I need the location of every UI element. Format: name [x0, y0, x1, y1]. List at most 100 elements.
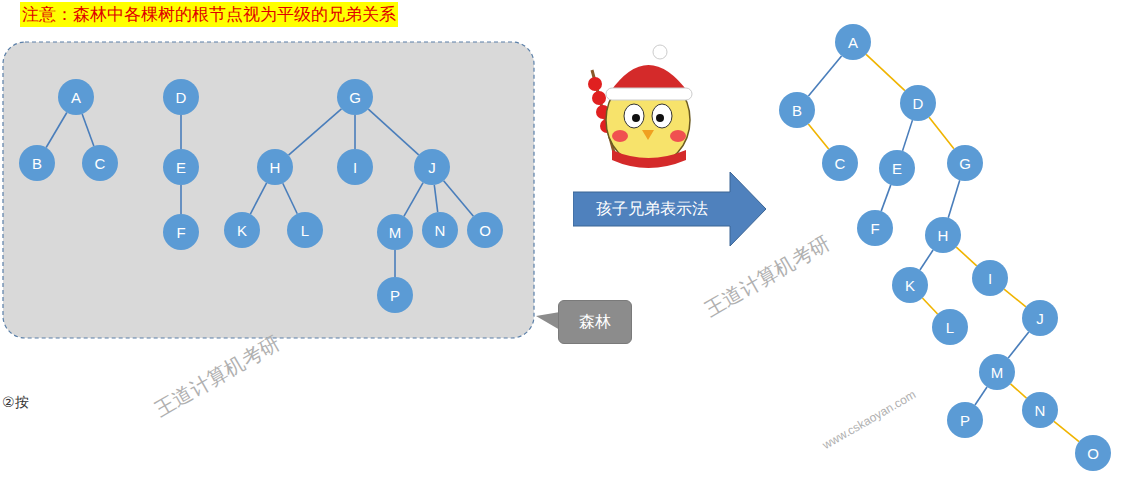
- child-link: [283, 183, 298, 213]
- node-letter: K: [905, 277, 915, 294]
- child-link: [948, 180, 959, 218]
- tree-node-circle: A: [58, 79, 94, 115]
- watermark: www.cskaoyan.com: [820, 387, 918, 452]
- sibling-link: [929, 117, 954, 149]
- node-letter: B: [792, 102, 802, 119]
- node-letter: K: [237, 222, 247, 239]
- sibling-link: [866, 54, 905, 90]
- tree-node-circle: H: [925, 217, 961, 253]
- sibling-link: [956, 247, 976, 266]
- child-link: [434, 185, 437, 212]
- child-link: [250, 183, 266, 214]
- node-letter: B: [32, 155, 42, 172]
- watermark: 王道计算机考研: [700, 230, 835, 323]
- child-link: [975, 387, 987, 405]
- node-letter: E: [176, 159, 186, 176]
- tree-node-circle: C: [82, 145, 118, 181]
- tree-node-circle: G: [337, 79, 373, 115]
- child-link: [82, 114, 94, 146]
- sibling-link: [808, 124, 828, 149]
- tree-node-circle: K: [224, 212, 260, 248]
- note-text: 注意：森林中各棵树的根节点视为平级的兄弟关系: [20, 2, 398, 27]
- node-letter: O: [1087, 445, 1099, 462]
- child-link: [289, 109, 342, 155]
- tree-node-circle: J: [414, 149, 450, 185]
- child-link: [1008, 332, 1029, 358]
- mascot-chick: [588, 45, 692, 168]
- child-link: [404, 183, 423, 217]
- tree-node-circle: N: [1022, 392, 1058, 428]
- tree-node-circle: G: [947, 145, 983, 181]
- tree-node-circle: H: [257, 149, 293, 185]
- child-link: [354, 115, 356, 149]
- tree-node-circle: F: [857, 210, 893, 246]
- fragment-text: ②按: [2, 394, 29, 412]
- tree-node-circle: D: [163, 79, 199, 115]
- tree-node-circle: D: [900, 85, 936, 121]
- child-link: [180, 115, 182, 149]
- sibling-link: [1010, 384, 1026, 398]
- tree-node-circle: C: [822, 145, 858, 181]
- node-letter: I: [353, 159, 357, 176]
- tree-node-circle: I: [337, 149, 373, 185]
- node-letter: J: [1036, 310, 1044, 327]
- callout-box: 森林: [558, 300, 632, 344]
- node-letter: C: [835, 155, 846, 172]
- child-link: [46, 112, 67, 147]
- tree-node-circle: I: [972, 260, 1008, 296]
- tree-node-circle: O: [467, 212, 503, 248]
- node-letter: D: [176, 89, 187, 106]
- node-letter: A: [848, 34, 858, 51]
- child-link: [394, 250, 396, 277]
- tree-node-circle: E: [879, 150, 915, 186]
- child-link: [180, 185, 182, 214]
- node-letter: E: [892, 160, 902, 177]
- node-letter: O: [479, 222, 491, 239]
- tree-node-circle: L: [287, 212, 323, 248]
- node-letter: N: [1035, 402, 1046, 419]
- tree-node-circle: L: [932, 309, 968, 345]
- node-letter: J: [428, 159, 436, 176]
- tree-node-circle: O: [1075, 435, 1111, 471]
- node-letter: A: [71, 89, 81, 106]
- node-letter: L: [946, 319, 954, 336]
- label-text: 孩子兄弟表示法: [596, 199, 708, 220]
- node-letter: G: [959, 155, 971, 172]
- node-letter: F: [870, 220, 879, 237]
- node-letter: M: [991, 364, 1004, 381]
- tree-node-circle: E: [163, 149, 199, 185]
- child-link: [808, 56, 841, 96]
- node-letter: P: [960, 412, 970, 429]
- node-letter: G: [349, 89, 361, 106]
- tree-node-circle: B: [779, 92, 815, 128]
- node-letter: P: [390, 287, 400, 304]
- node-letter: M: [389, 224, 402, 241]
- label-text: 森林: [579, 312, 611, 333]
- node-letter: N: [435, 222, 446, 239]
- tree-node-circle: N: [422, 212, 458, 248]
- child-link: [444, 181, 474, 216]
- node-letter: C: [95, 155, 106, 172]
- sibling-link: [1004, 289, 1026, 307]
- node-letter: D: [913, 95, 924, 112]
- node-letter: L: [301, 222, 309, 239]
- sibling-link: [922, 298, 937, 314]
- tree-node-circle: M: [377, 214, 413, 250]
- child-link: [368, 109, 418, 155]
- tree-node-circle: P: [377, 277, 413, 313]
- child-link: [920, 250, 933, 270]
- node-letter: H: [270, 159, 281, 176]
- tree-node-circle: J: [1022, 300, 1058, 336]
- node-letter: I: [988, 270, 992, 287]
- tree-node-circle: B: [19, 145, 55, 181]
- tree-node-circle: M: [979, 354, 1015, 390]
- tree-node-circle: F: [163, 214, 199, 250]
- tree-node-circle: A: [835, 24, 871, 60]
- child-link: [881, 185, 891, 211]
- node-letter: H: [938, 227, 949, 244]
- block-arrow: 孩子兄弟表示法: [573, 172, 766, 246]
- tree-node-circle: P: [947, 402, 983, 438]
- forest-panel: [3, 42, 534, 338]
- callout-pointer: [536, 312, 560, 330]
- tree-node-circle: K: [892, 267, 928, 303]
